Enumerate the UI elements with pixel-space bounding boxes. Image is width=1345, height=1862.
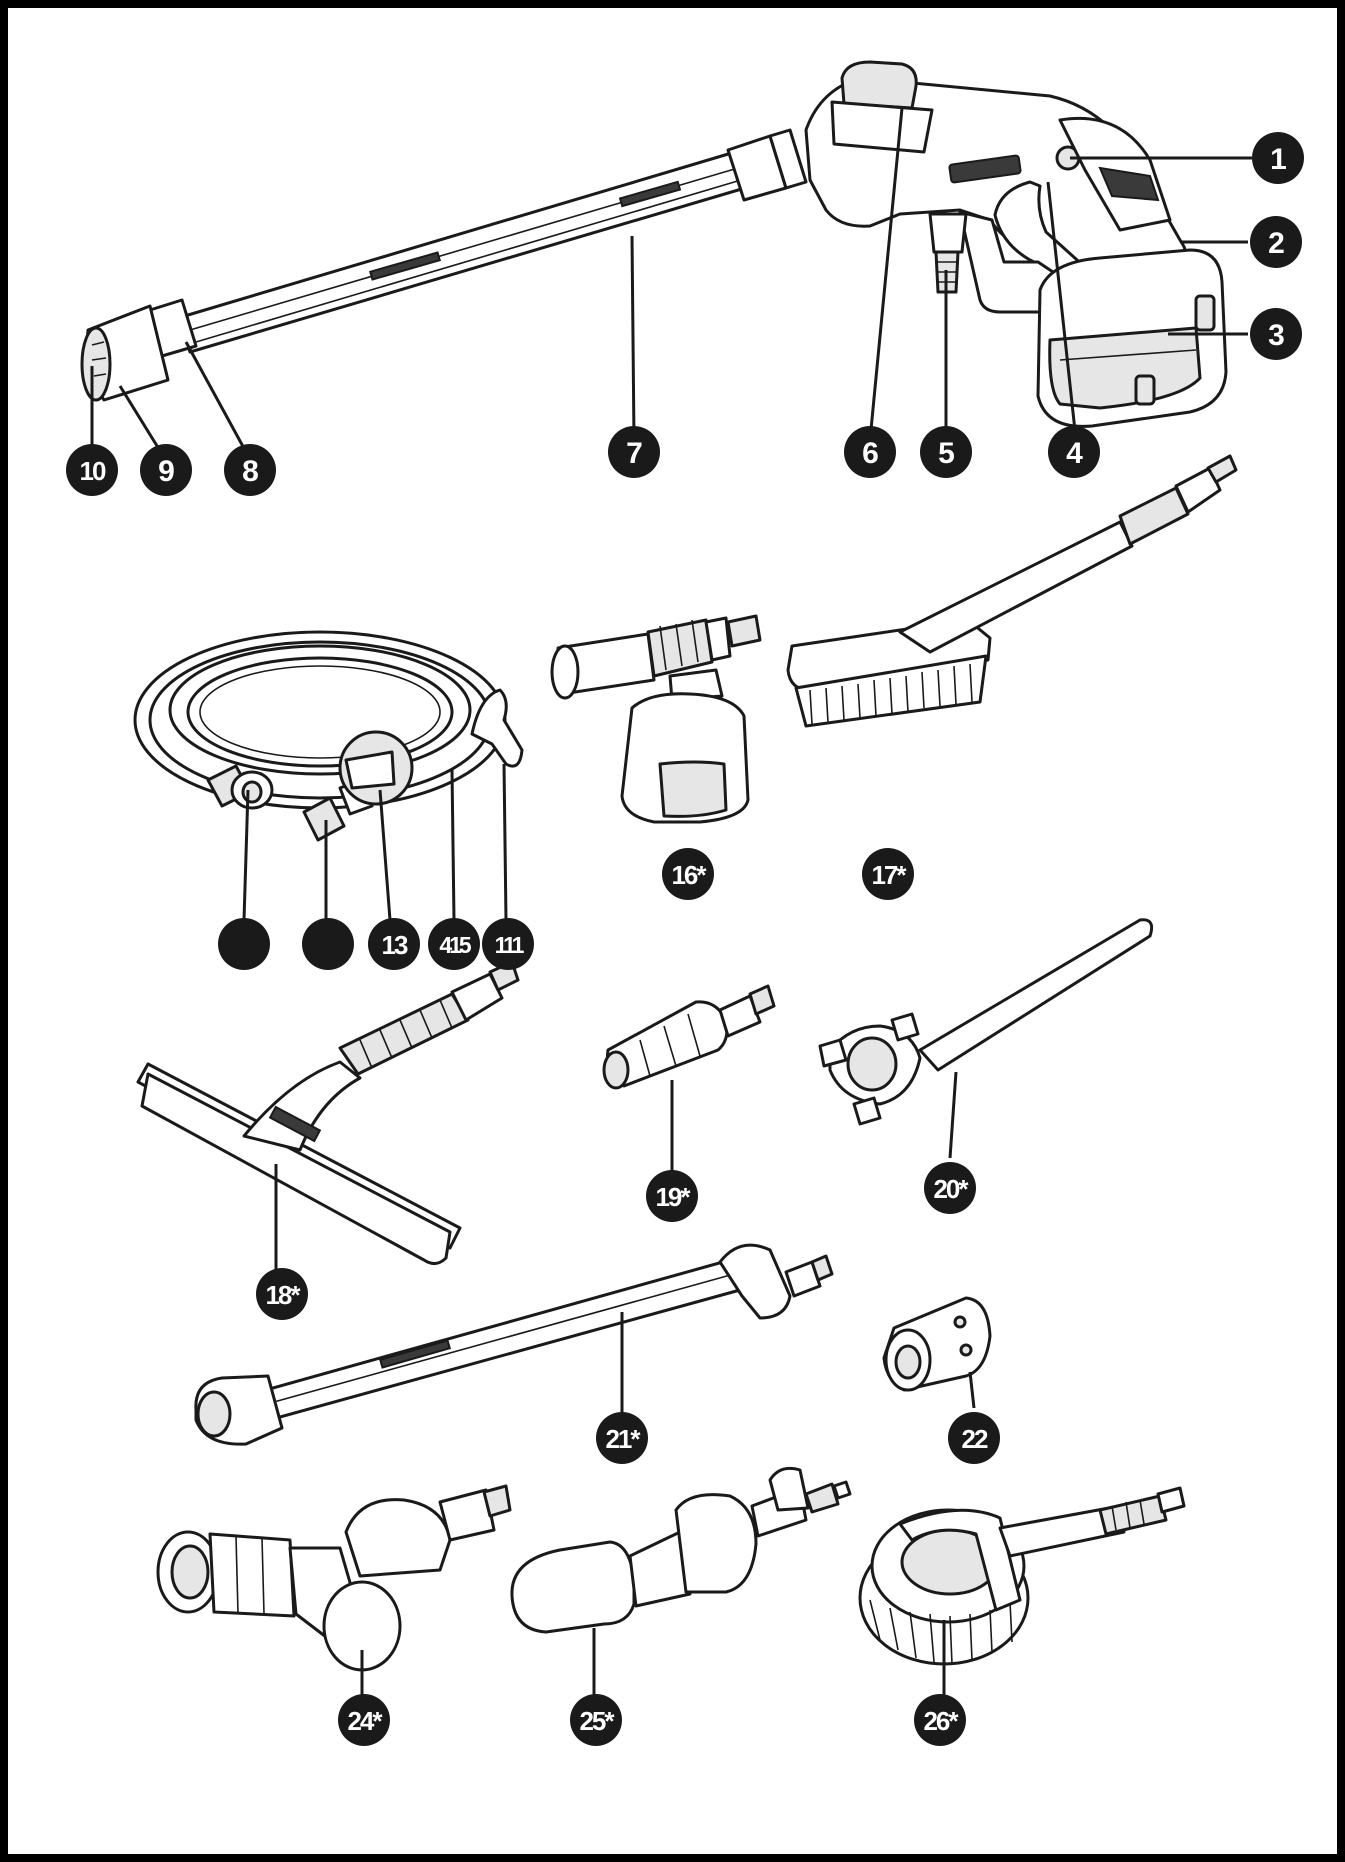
squeegee-illustration: [136, 960, 520, 1265]
svg-text:16*: 16*: [671, 860, 707, 890]
callout-17: 17*: [862, 848, 914, 900]
callout-13: 13: [368, 918, 420, 970]
svg-text:1: 1: [1270, 143, 1286, 176]
callout-19: 19*: [646, 1170, 698, 1222]
callout-16: 16*: [662, 848, 714, 900]
callout-20: 20*: [924, 1162, 976, 1214]
coupler-illustration: [882, 1296, 992, 1392]
rotary-nozzle-illustration: [510, 1466, 852, 1634]
wand-adapter-illustration: [818, 918, 1154, 1126]
leader-lines: [90, 107, 1252, 1700]
rotating-brush-illustration: [858, 1486, 1186, 1666]
svg-text:22: 22: [962, 1424, 988, 1454]
svg-text:6: 6: [862, 437, 878, 470]
svg-text:415: 415: [439, 932, 472, 958]
callout-5: 5: [920, 426, 972, 478]
callout-11: [218, 918, 270, 970]
callout-4: 4: [1048, 426, 1100, 478]
svg-text:13: 13: [382, 930, 408, 960]
hose-illustration: [133, 630, 524, 842]
svg-text:3: 3: [1268, 319, 1284, 352]
callout-22: 22: [948, 1412, 1000, 1464]
callout-2: 2: [1250, 216, 1302, 268]
svg-text:18*: 18*: [265, 1280, 301, 1310]
svg-text:19*: 19*: [655, 1182, 691, 1212]
callout-1: 1: [1252, 132, 1304, 184]
svg-text:21*: 21*: [605, 1424, 641, 1454]
svg-text:4: 4: [1066, 437, 1083, 470]
callout-8: 8: [224, 444, 276, 496]
callout-25: 25*: [570, 1694, 622, 1746]
svg-text:5: 5: [938, 437, 954, 470]
callout-7: 7: [608, 426, 660, 478]
extension-lance-illustration: [194, 1243, 834, 1446]
svg-text:111: 111: [495, 932, 525, 958]
svg-text:2: 2: [1268, 227, 1284, 260]
callout-24: 24*: [338, 1694, 390, 1746]
foam-cannon-illustration: [550, 614, 762, 824]
callout-26: 26*: [914, 1694, 966, 1746]
svg-text:7: 7: [626, 437, 642, 470]
svg-text:9: 9: [158, 455, 174, 488]
svg-text:25*: 25*: [579, 1706, 615, 1736]
angled-nozzle-illustration: [156, 1484, 512, 1672]
callout-14: 415: [428, 918, 480, 970]
svg-text:17*: 17*: [871, 860, 907, 890]
callout-15: 111: [482, 918, 534, 970]
callout-6: 6: [844, 426, 896, 478]
svg-text:10: 10: [80, 456, 106, 486]
svg-text:26*: 26*: [923, 1706, 959, 1736]
svg-text:8: 8: [242, 455, 258, 488]
brush-illustration: [786, 454, 1238, 728]
callout-12: [302, 918, 354, 970]
callout-10: 10: [66, 444, 118, 496]
callout-3: 3: [1250, 308, 1302, 360]
svg-text:24*: 24*: [347, 1706, 383, 1736]
callout-18: 18*: [256, 1268, 308, 1320]
svg-text:20*: 20*: [933, 1174, 969, 1204]
callout-21: 21*: [596, 1412, 648, 1464]
turbo-nozzle-illustration: [602, 984, 776, 1090]
callout-9: 9: [140, 444, 192, 496]
